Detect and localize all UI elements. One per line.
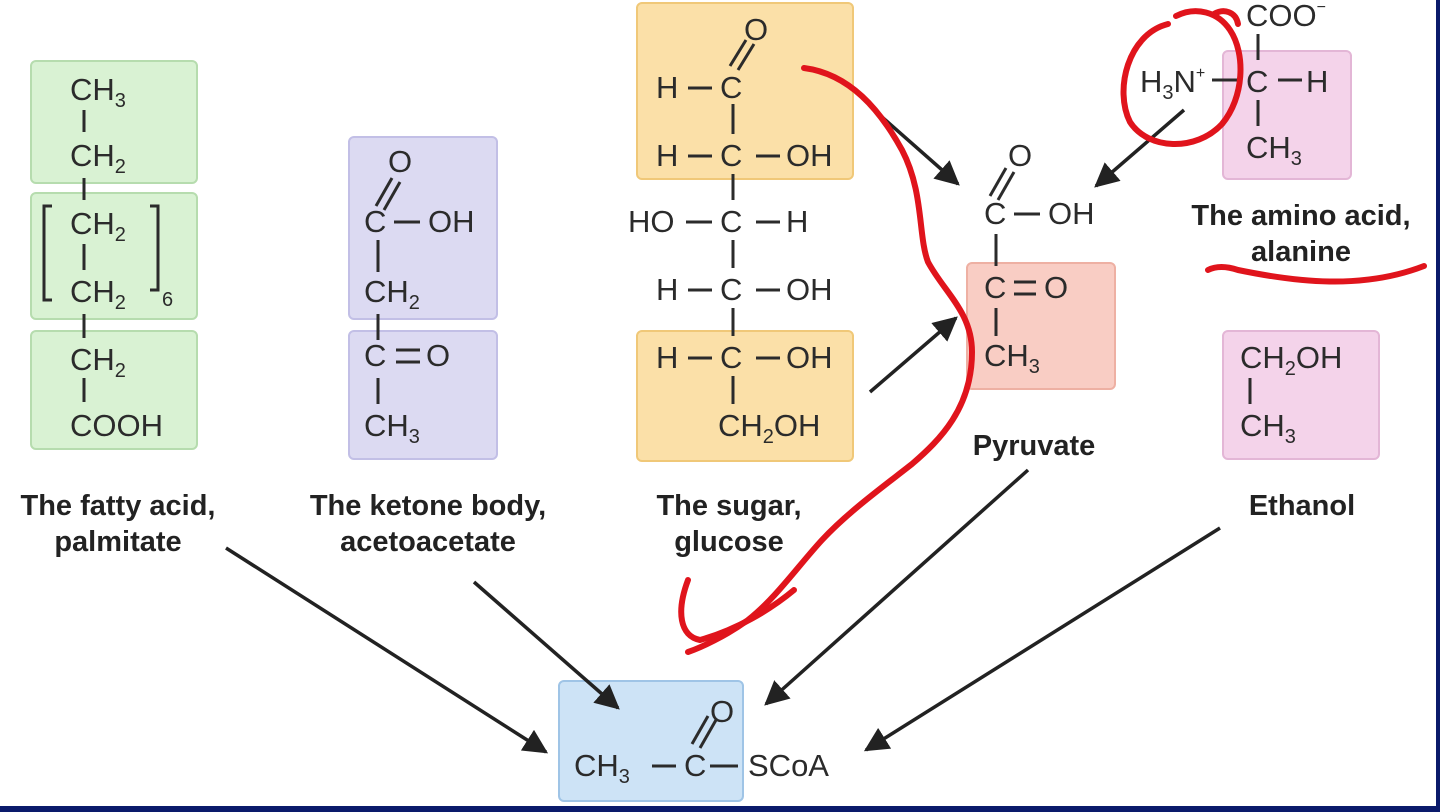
ethanol-ch2oh: CH2OH	[1240, 340, 1343, 380]
arrow-ethanol-to-acetyl-coa	[863, 526, 1221, 752]
glucose-c1: C	[720, 70, 743, 105]
pyruvate-ch3: CH3	[984, 338, 1040, 378]
glucose-ho3: HO	[628, 204, 675, 239]
acetyl-coa-scoa: SCoA	[748, 748, 829, 783]
alanine-coo: COO−	[1246, 0, 1326, 33]
glucose-ch2oh: CH2OH	[718, 408, 821, 448]
acetoacetate-ch2: CH2	[364, 274, 420, 314]
label-amino-acid: The amino acid,alanine	[1191, 200, 1411, 269]
acetoacetate-bottom-box	[348, 330, 498, 460]
acetyl-coa-c: C	[684, 748, 707, 783]
alanine-h: H	[1306, 64, 1329, 99]
arrow-pyruvate-to-acetyl-coa	[764, 468, 1030, 706]
pen-tail-amine	[1211, 8, 1241, 27]
alanine-h3n: H3N+	[1140, 64, 1206, 104]
palmitate-repeat-count: 6	[162, 289, 174, 311]
acetyl-coa-box	[558, 680, 744, 802]
palmitate-ch2-4: CH2	[70, 342, 126, 382]
acetoacetate-bonds	[374, 177, 420, 404]
glucose-h2: H	[656, 138, 679, 173]
alanine-bonds	[1212, 34, 1302, 126]
label-pyruvate: Pyruvate	[972, 430, 1096, 462]
glucose-o: O	[744, 12, 769, 47]
glucose-c5: C	[720, 340, 743, 375]
label-fatty-acid: The fatty acid,palmitate	[20, 490, 216, 559]
acetoacetate-oh: OH	[428, 204, 475, 239]
ethanol-box	[1222, 330, 1380, 460]
acetyl-coa-o: O	[710, 694, 735, 729]
frame-edge-bottom	[0, 806, 1440, 812]
glucose-oh2: OH	[786, 138, 833, 173]
alanine-ch3: CH3	[1246, 130, 1302, 170]
arrow-palmitate-to-acetyl-coa	[225, 546, 549, 754]
alanine-c: C	[1246, 64, 1269, 99]
label-ketone-body: The ketone body,acetoacetate	[309, 490, 547, 559]
palmitate-bonds	[42, 110, 160, 402]
acetoacetate-o2: O	[426, 338, 451, 373]
pyruvate-box	[966, 262, 1116, 390]
glucose-bottom-box	[636, 330, 854, 462]
palmitate-mid-box	[30, 192, 198, 320]
alanine-box	[1222, 50, 1352, 180]
arrow-acetoacetate-to-acetyl-coa	[472, 580, 620, 710]
acetoacetate-top-box	[348, 136, 498, 320]
arrow-glucose-to-pyruvate-bottom	[868, 316, 958, 394]
frame-edge-right	[1436, 0, 1440, 812]
label-ethanol: Ethanol	[1248, 490, 1356, 522]
glucose-c2: C	[720, 138, 743, 173]
glucose-h3: H	[786, 204, 809, 239]
glucose-oh4: OH	[786, 272, 833, 307]
ethanol-ch3: CH3	[1240, 408, 1296, 448]
pen-underline-alanine	[1205, 263, 1427, 285]
palmitate-ch2-1: CH2	[70, 138, 126, 178]
pyruvate-c2: C	[984, 270, 1007, 305]
acetoacetate-o: O	[388, 144, 413, 179]
palmitate-ch2-3: CH2	[70, 274, 126, 314]
pen-circle-amine	[1120, 8, 1244, 147]
glucose-c4: C	[720, 272, 743, 307]
palmitate-top-box	[30, 60, 198, 184]
pyruvate-bonds	[988, 167, 1040, 336]
glucose-c3: C	[720, 204, 743, 239]
acetoacetate-ch3: CH3	[364, 408, 420, 448]
palmitate-bottom-box	[30, 330, 198, 450]
pyruvate-o: O	[1008, 138, 1033, 173]
red-pen-annotations	[678, 8, 1427, 655]
pen-stroke-hook	[678, 577, 797, 643]
acetoacetate-c2: C	[364, 338, 387, 373]
glucose-oh5: OH	[786, 340, 833, 375]
palmitate-ch2-2: CH2	[70, 206, 126, 246]
pyruvate-oh: OH	[1048, 196, 1095, 231]
label-sugar: The sugar,glucose	[656, 490, 802, 559]
glucose-h5: H	[656, 340, 679, 375]
palmitate-ch3-top: CH3	[70, 72, 126, 112]
glucose-h4: H	[656, 272, 679, 307]
glucose-h1: H	[656, 70, 679, 105]
pyruvate-o2: O	[1044, 270, 1069, 305]
pen-stroke-glucose-to-pyruvate	[685, 65, 975, 655]
acetoacetate-c1: C	[364, 204, 387, 239]
palmitate-cooh: COOH	[70, 408, 163, 443]
arrow-alanine-to-pyruvate	[1094, 108, 1186, 188]
pyruvate-c1: C	[984, 196, 1007, 231]
glucose-bonds	[686, 39, 780, 404]
acetyl-coa-ch3: CH3	[574, 748, 630, 788]
acetyl-coa-bonds	[652, 715, 738, 768]
glucose-top-box	[636, 2, 854, 180]
